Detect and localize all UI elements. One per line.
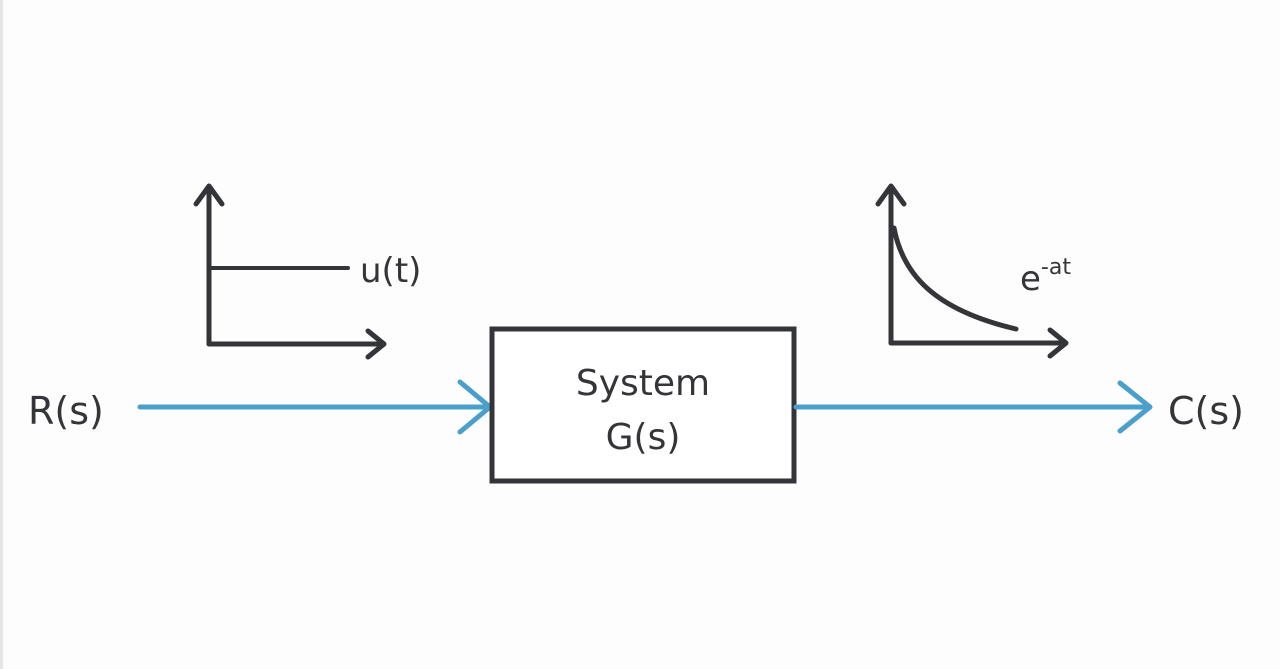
decay-plot-y-arrowhead	[875, 183, 907, 207]
input-arrow	[137, 379, 493, 435]
step-plot-y-arrowhead	[193, 183, 225, 207]
input-label: R(s)	[28, 389, 104, 433]
system-transfer-function: G(s)	[606, 417, 681, 458]
decay-output-plot: e-at	[875, 183, 1071, 359]
decay-curve-label: e-at	[1020, 255, 1071, 299]
output-arrow	[793, 380, 1153, 434]
step-input-plot: u(t)	[193, 183, 421, 360]
output-label: C(s)	[1168, 389, 1244, 433]
system-title: System	[576, 363, 710, 404]
step-curve-label: u(t)	[360, 251, 421, 291]
decay-label-exponent: -at	[1041, 255, 1071, 280]
decay-plot-x-arrowhead	[1047, 327, 1069, 359]
decay-label-base: e	[1020, 259, 1041, 299]
system-block: System G(s)	[489, 326, 797, 484]
decay-curve	[891, 225, 1019, 332]
step-plot-x-arrowhead	[365, 328, 387, 360]
